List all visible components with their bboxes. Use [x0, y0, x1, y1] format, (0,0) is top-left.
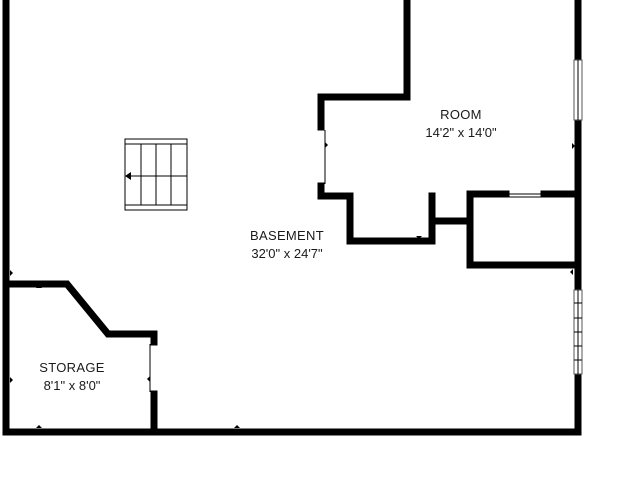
outer-wall: [2, 0, 582, 436]
room-dimensions: 14'2" x 14'0": [425, 125, 497, 140]
closet-wall: [466, 190, 582, 269]
storage-dimensions: 8'1" x 8'0": [43, 378, 101, 393]
basement-dimensions: 32'0" x 24'7": [251, 246, 323, 261]
room-label: ROOM 14'2" x 14'0": [406, 106, 516, 142]
storage-wall: [2, 280, 158, 346]
room-wall-lower: [317, 182, 436, 245]
staircase: [124, 138, 188, 211]
storage-label: STORAGE 8'1" x 8'0": [22, 359, 122, 395]
window-room: [573, 59, 583, 121]
basement-name: BASEMENT: [250, 228, 324, 243]
basement-label: BASEMENT 32'0" x 24'7": [232, 227, 342, 263]
room-name: ROOM: [440, 107, 482, 122]
room-wall-upper: [317, 0, 411, 131]
window-basement: [573, 289, 583, 375]
storage-name: STORAGE: [39, 360, 105, 375]
dimension-markers: [10, 142, 575, 428]
stair-arrow-icon: [125, 172, 131, 180]
